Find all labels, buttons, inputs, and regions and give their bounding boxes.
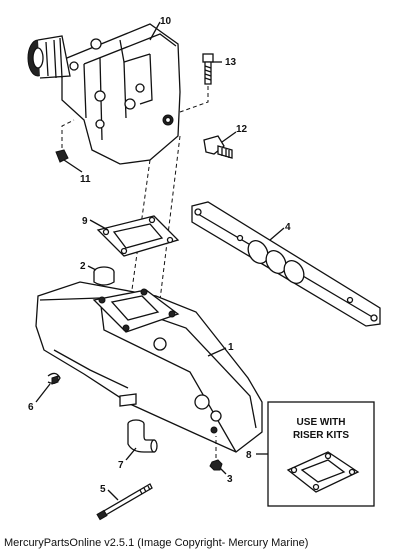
callout-leaders — [35, 21, 285, 501]
riser-kit-note-line2: RISER KITS — [293, 430, 349, 441]
callout-11: 11 — [80, 174, 91, 185]
callout-13: 13 — [225, 57, 237, 68]
callout-5: 5 — [100, 484, 106, 495]
callout-4: 4 — [285, 222, 291, 233]
part-12-fitting — [203, 135, 233, 159]
riser-kit-note-line1: USE WITH — [297, 417, 346, 428]
callout-2: 2 — [80, 261, 86, 272]
callout-numbers: 10 13 12 11 9 4 2 1 6 7 8 3 5 — [28, 16, 291, 495]
copyright-footer: MercuryPartsOnline v2.5.1 (Image Copyrig… — [4, 537, 309, 549]
part-8-riser-kit-box: USE WITH RISER KITS — [267, 401, 375, 507]
part-11-plug — [55, 119, 75, 163]
callout-12: 12 — [236, 124, 248, 135]
callout-10: 10 — [160, 16, 172, 27]
part-7-elbow — [127, 419, 158, 453]
callout-9: 9 — [82, 216, 88, 227]
callout-1: 1 — [228, 342, 234, 353]
part-6-clip — [47, 372, 61, 385]
callout-3: 3 — [227, 474, 233, 485]
part-9-gasket — [96, 215, 180, 257]
part-4-gasket — [191, 201, 381, 327]
part-13-bolt — [179, 53, 214, 113]
part-5-stud — [96, 483, 153, 521]
callout-6: 6 — [28, 402, 34, 413]
part-3-nut — [209, 436, 223, 471]
part-10-exhaust-elbow — [27, 23, 181, 165]
callout-8: 8 — [246, 450, 252, 461]
part-2-plug — [93, 266, 115, 286]
callout-7: 7 — [118, 460, 124, 471]
part-1-exhaust-manifold — [35, 281, 263, 453]
